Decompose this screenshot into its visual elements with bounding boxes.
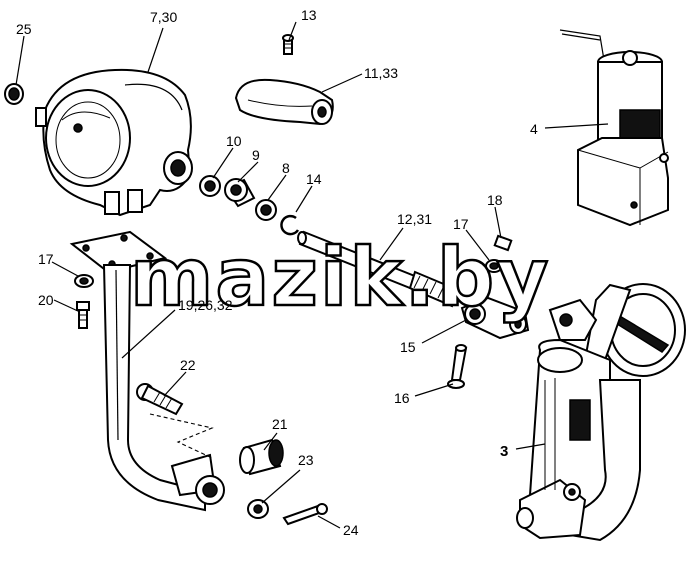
label-23: 23	[298, 452, 314, 468]
part-14-ring	[280, 214, 300, 236]
part-15-clamp	[460, 296, 530, 340]
part-7-30-housing	[35, 68, 193, 217]
label-24: 24	[343, 522, 359, 538]
part-16-bolt	[447, 344, 468, 389]
label-3: 3	[500, 443, 508, 460]
label-17-lower: 17	[38, 251, 54, 267]
label-4: 4	[530, 121, 538, 137]
label-12-31: 12,31	[397, 211, 432, 227]
part-20-bolt	[76, 301, 90, 329]
part-23-washer	[247, 499, 269, 519]
part-19-26-32-pedal	[69, 230, 225, 512]
part-25-cap	[4, 83, 24, 105]
label-11-33: 11,33	[364, 65, 398, 81]
part-18-nut	[493, 234, 513, 252]
part-13-screw	[282, 34, 294, 55]
label-8: 8	[282, 160, 290, 176]
label-18: 18	[487, 192, 503, 208]
label-21: 21	[272, 416, 288, 432]
label-7-30: 7,30	[150, 9, 177, 25]
watermark-text: mazik.by	[130, 231, 550, 324]
label-25: 25	[16, 21, 32, 37]
label-15: 15	[400, 339, 416, 355]
label-10: 10	[226, 133, 242, 149]
part-11-33-cover	[234, 78, 334, 126]
label-17-upper: 17	[453, 216, 469, 232]
label-16: 16	[394, 390, 410, 406]
part-4-solenoid	[559, 29, 669, 227]
part-12-31-shaft	[297, 230, 460, 308]
part-21-roller	[239, 438, 284, 476]
label-22: 22	[180, 357, 196, 373]
part-10-washer	[199, 175, 221, 197]
label-14: 14	[306, 171, 322, 187]
label-19-26-32: 19,26,32	[178, 297, 233, 313]
part-8-washer	[255, 199, 277, 221]
leader-lines	[15, 21, 609, 529]
part-9-bushing	[224, 178, 256, 208]
part-17-washer-lower	[74, 274, 94, 288]
part-labels: 25 7,30 13 11,33 4 10 9 8 14 12,31 18 17…	[16, 7, 538, 538]
part-17-ring-upper	[485, 259, 503, 273]
part-22-bolt	[136, 383, 184, 416]
label-20: 20	[38, 292, 54, 308]
part-3-actuator	[516, 283, 686, 542]
part-24-cotter-pin	[282, 503, 328, 526]
label-9: 9	[252, 147, 260, 163]
label-13: 13	[301, 7, 317, 23]
